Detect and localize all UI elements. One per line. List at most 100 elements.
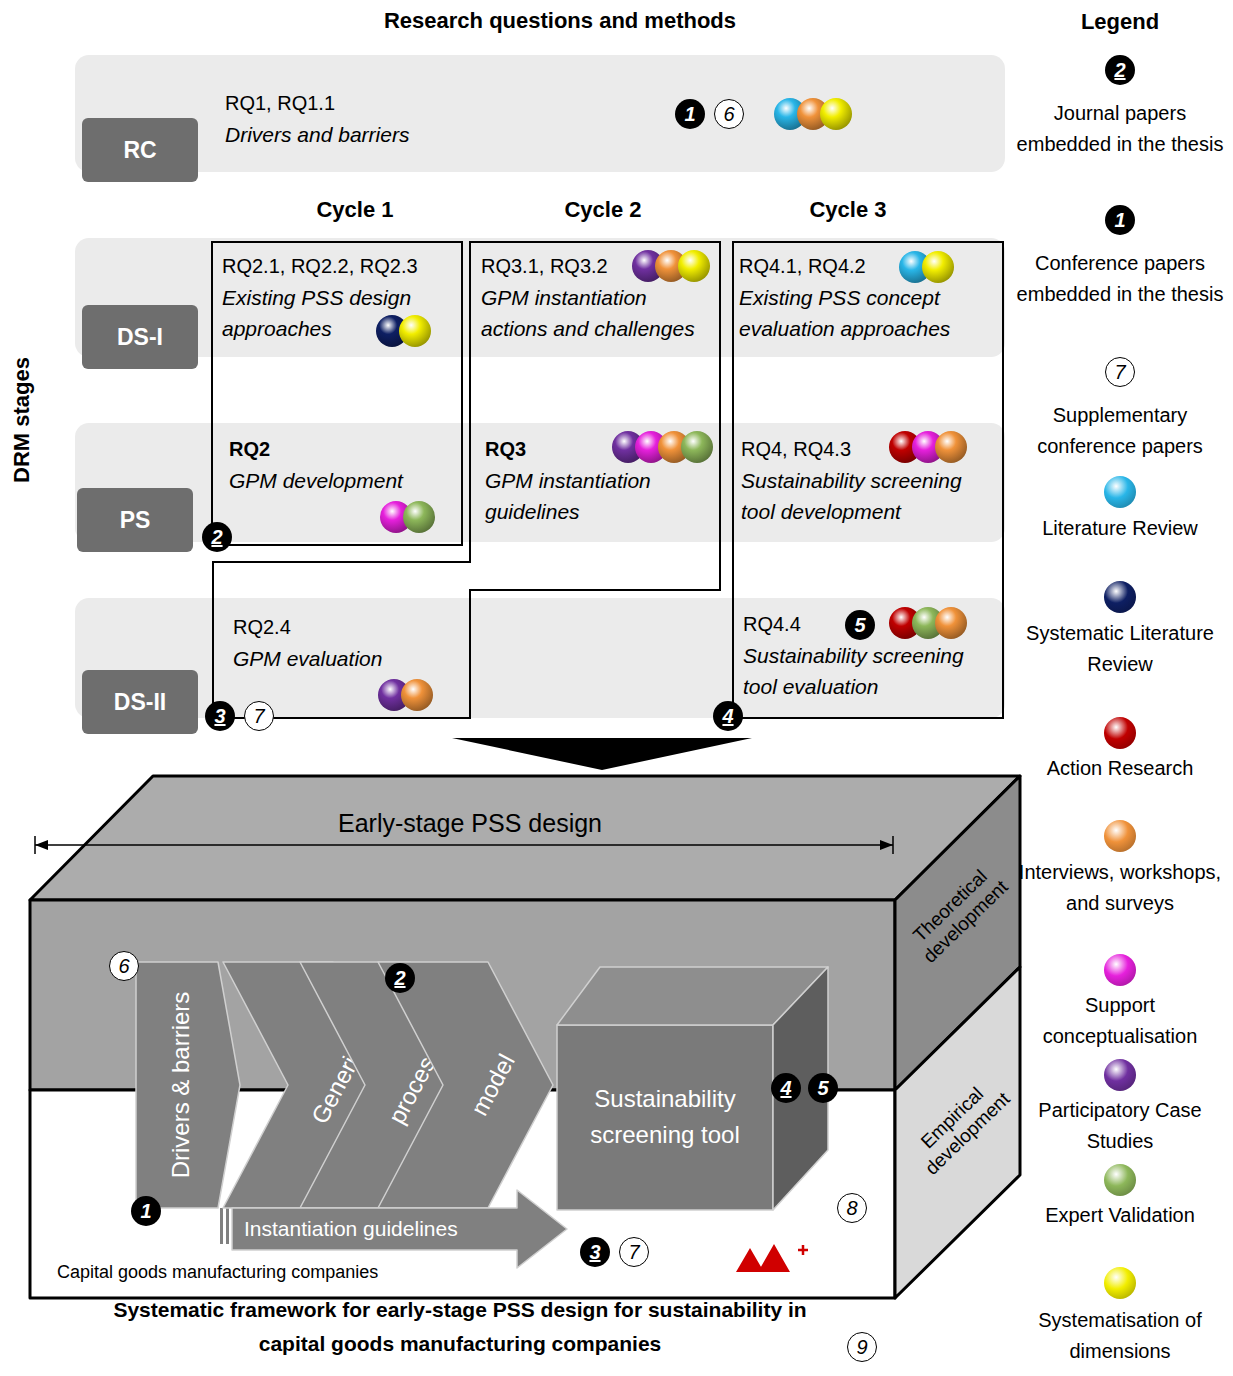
callout-number: 7 — [244, 701, 274, 731]
method-marker — [935, 607, 967, 639]
legend-text: Interviews, workshops, and surveys — [1015, 857, 1225, 919]
node-heading: RQ4.1, RQ4.2 — [739, 251, 997, 282]
legend-swatch — [1104, 1059, 1136, 1091]
node-text: Drivers and barriers — [225, 119, 645, 150]
legend-text: Supplementary conference papers — [1015, 400, 1225, 462]
node-text: Sustainability screening tool evaluation — [743, 640, 993, 702]
node-heading: RQ3.1, RQ3.2 — [481, 251, 717, 282]
method-marker — [403, 501, 435, 533]
research-question-cell: RQ3.1, RQ3.2GPM instantiation actions an… — [481, 251, 717, 344]
node-heading: RQ3 — [485, 434, 717, 465]
node-text: Capital goods manufacturing companies — [57, 1262, 378, 1283]
shape-outline — [557, 1025, 773, 1210]
callout-number: 2 — [385, 963, 415, 993]
shape-outline — [736, 1244, 790, 1272]
shape-outline — [895, 967, 1020, 1298]
heading-label: Legend — [1081, 9, 1159, 35]
callout-number: 7 — [619, 1237, 649, 1267]
shape-outline — [35, 836, 893, 854]
heading-label: Cycle 1 — [316, 197, 393, 223]
framework-box: Early-stage PSS designTheoretical develo… — [30, 776, 1020, 1298]
research-question-cell: RQ3GPM instantiation guidelines — [485, 434, 717, 527]
node-text: GPM instantiation guidelines — [485, 465, 717, 527]
legend-text: Participatory Case Studies — [1015, 1095, 1225, 1157]
callout-number: 1 — [675, 99, 705, 129]
legend-swatch — [1104, 820, 1136, 852]
callout-number: 6 — [109, 951, 139, 981]
diagram-caption: Systematic framework for early-stage PSS… — [90, 1293, 830, 1361]
research-question-cell: RQ2GPM development — [229, 434, 457, 496]
callout-number: 3 — [205, 701, 235, 731]
node-text: GPM evaluation — [233, 643, 461, 674]
node-text: GPM instantiation actions and challenges — [481, 282, 717, 344]
heading-label: Cycle 3 — [809, 197, 886, 223]
method-marker — [922, 251, 954, 283]
method-marker — [935, 431, 967, 463]
node-heading: Drivers & barriers — [167, 992, 195, 1179]
callout-number: 5 — [845, 610, 875, 640]
stage-label-box: RC — [82, 118, 198, 182]
node-text: Existing PSS concept evaluation approach… — [739, 282, 997, 344]
cycle-outline — [213, 242, 720, 718]
method-marker — [401, 679, 433, 711]
shape-outline — [798, 1245, 808, 1255]
legend-text: Conference papers embedded in the thesis — [1015, 248, 1225, 310]
node-text: GPM development — [229, 465, 457, 496]
stage-band — [75, 55, 1005, 172]
research-question-cell: RQ2.1, RQ2.2, RQ2.3Existing PSS design a… — [222, 251, 458, 344]
callout-number: 2 — [1105, 55, 1135, 85]
method-markers — [376, 98, 967, 711]
node-heading: RC — [123, 137, 156, 164]
legend-text: Journal papers embedded in the thesis — [1015, 98, 1225, 160]
node-heading: PS — [120, 507, 151, 534]
node-heading: DS-I — [117, 324, 163, 351]
legend-swatch — [1104, 476, 1136, 508]
node-heading: Sustainability screening tool — [565, 1081, 765, 1153]
node-heading: RQ2.1, RQ2.2, RQ2.3 — [222, 251, 458, 282]
legend-swatch — [1104, 1267, 1136, 1299]
framework-element: model — [378, 962, 553, 1208]
shape-outline — [220, 1208, 229, 1244]
shape-outline — [35, 840, 893, 850]
heading-label: Cycle 2 — [564, 197, 641, 223]
method-marker — [681, 431, 713, 463]
framework-element: Instantiation guidelines — [232, 1190, 567, 1268]
stage-label-box: PS — [77, 488, 193, 552]
node-heading: RQ4, RQ4.3 — [741, 434, 999, 465]
shape-outline — [232, 1190, 567, 1268]
node-heading: RQ1, RQ1.1 — [225, 88, 645, 119]
legend-text: Systematic Literature Review — [1015, 618, 1225, 680]
callout-number: 2 — [202, 522, 232, 552]
node-heading: RQ2 — [229, 434, 457, 465]
legend-swatch — [1104, 581, 1136, 613]
shape-outline — [378, 962, 553, 1208]
down-arrow — [452, 738, 752, 770]
heading-label: DRM stages — [9, 357, 35, 483]
callout-number: 1 — [1105, 205, 1135, 235]
callout-number: 3 — [580, 1237, 610, 1267]
research-question-cell: RQ4.1, RQ4.2Existing PSS concept evaluat… — [739, 251, 997, 344]
cycle-outline — [733, 242, 1003, 718]
shape-outline — [136, 962, 240, 1208]
stage-band — [75, 238, 1005, 357]
node-heading: Instantiation guidelines — [244, 1217, 458, 1241]
method-marker — [678, 250, 710, 282]
research-question-cell: RQ1, RQ1.1Drivers and barriers — [225, 88, 645, 150]
legend-swatch — [1104, 717, 1136, 749]
callout-number: 4 — [771, 1073, 801, 1103]
legend-swatch — [1104, 1164, 1136, 1196]
node-heading: RQ2.4 — [233, 612, 461, 643]
legend-text: Expert Validation — [1015, 1200, 1225, 1231]
legend-swatch — [1104, 954, 1136, 986]
cycle-outline — [212, 242, 462, 545]
shape-outline — [30, 776, 1020, 900]
node-heading: Early-stage PSS design — [338, 809, 602, 838]
stage-label-box: DS-I — [82, 305, 198, 369]
callout-number: 7 — [1105, 357, 1135, 387]
callout-number: 9 — [847, 1332, 877, 1362]
diagram-title: Research questions and methods — [260, 8, 860, 34]
node-text: Existing PSS design approaches — [222, 282, 458, 344]
method-marker — [820, 98, 852, 130]
callout-number: 6 — [714, 99, 744, 129]
